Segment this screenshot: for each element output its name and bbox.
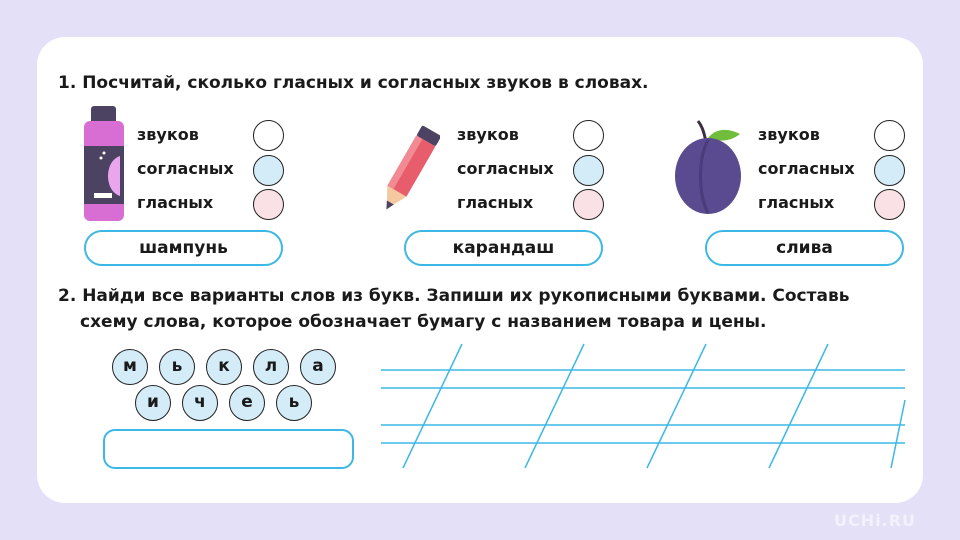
consonants-count-circle[interactable] bbox=[573, 155, 604, 186]
letter-tile[interactable]: ь bbox=[159, 349, 195, 385]
label-sounds: звуков bbox=[137, 125, 199, 144]
task-2-text-line1: 2. Найди все варианты слов из букв. Запи… bbox=[58, 286, 850, 306]
word-box: шампунь bbox=[84, 230, 283, 266]
label-vowels: гласных bbox=[758, 193, 835, 212]
letter-tile[interactable]: л bbox=[253, 349, 289, 385]
vowels-count-circle[interactable] bbox=[573, 189, 604, 220]
letter-tile[interactable]: ь bbox=[276, 385, 312, 421]
label-sounds: звуков bbox=[457, 125, 519, 144]
word-box: слива bbox=[705, 230, 904, 266]
label-vowels: гласных bbox=[457, 193, 534, 212]
label-consonants: согласных bbox=[457, 159, 554, 178]
vowels-count-circle[interactable] bbox=[253, 189, 284, 220]
shampoo-bottle-icon bbox=[84, 106, 124, 221]
sounds-count-circle[interactable] bbox=[573, 120, 604, 151]
task-2-text-line2: схему слова, которое обозначает бумагу с… bbox=[80, 312, 767, 332]
uchi-ru-logo: UCHi.RU bbox=[834, 511, 916, 530]
sounds-count-circle[interactable] bbox=[253, 120, 284, 151]
vowels-count-circle[interactable] bbox=[874, 189, 905, 220]
sounds-count-circle[interactable] bbox=[874, 120, 905, 151]
task-1-text: 1. Посчитай, сколько гласных и согласных… bbox=[58, 73, 649, 93]
plum-icon bbox=[675, 120, 741, 214]
word-scheme-answer-box[interactable] bbox=[103, 429, 354, 469]
label-vowels: гласных bbox=[137, 193, 214, 212]
letter-tile[interactable]: ч bbox=[182, 385, 218, 421]
pencil-icon bbox=[386, 125, 440, 210]
word-box: карандаш bbox=[404, 230, 603, 266]
label-consonants: согласных bbox=[758, 159, 855, 178]
letter-tile[interactable]: и bbox=[135, 385, 171, 421]
consonants-count-circle[interactable] bbox=[253, 155, 284, 186]
consonants-count-circle[interactable] bbox=[874, 155, 905, 186]
letter-tile[interactable]: а bbox=[300, 349, 336, 385]
letter-tile[interactable]: м bbox=[112, 349, 148, 385]
letter-tile[interactable]: е bbox=[229, 385, 265, 421]
label-consonants: согласных bbox=[137, 159, 234, 178]
label-sounds: звуков bbox=[758, 125, 820, 144]
letter-tile[interactable]: к bbox=[206, 349, 242, 385]
